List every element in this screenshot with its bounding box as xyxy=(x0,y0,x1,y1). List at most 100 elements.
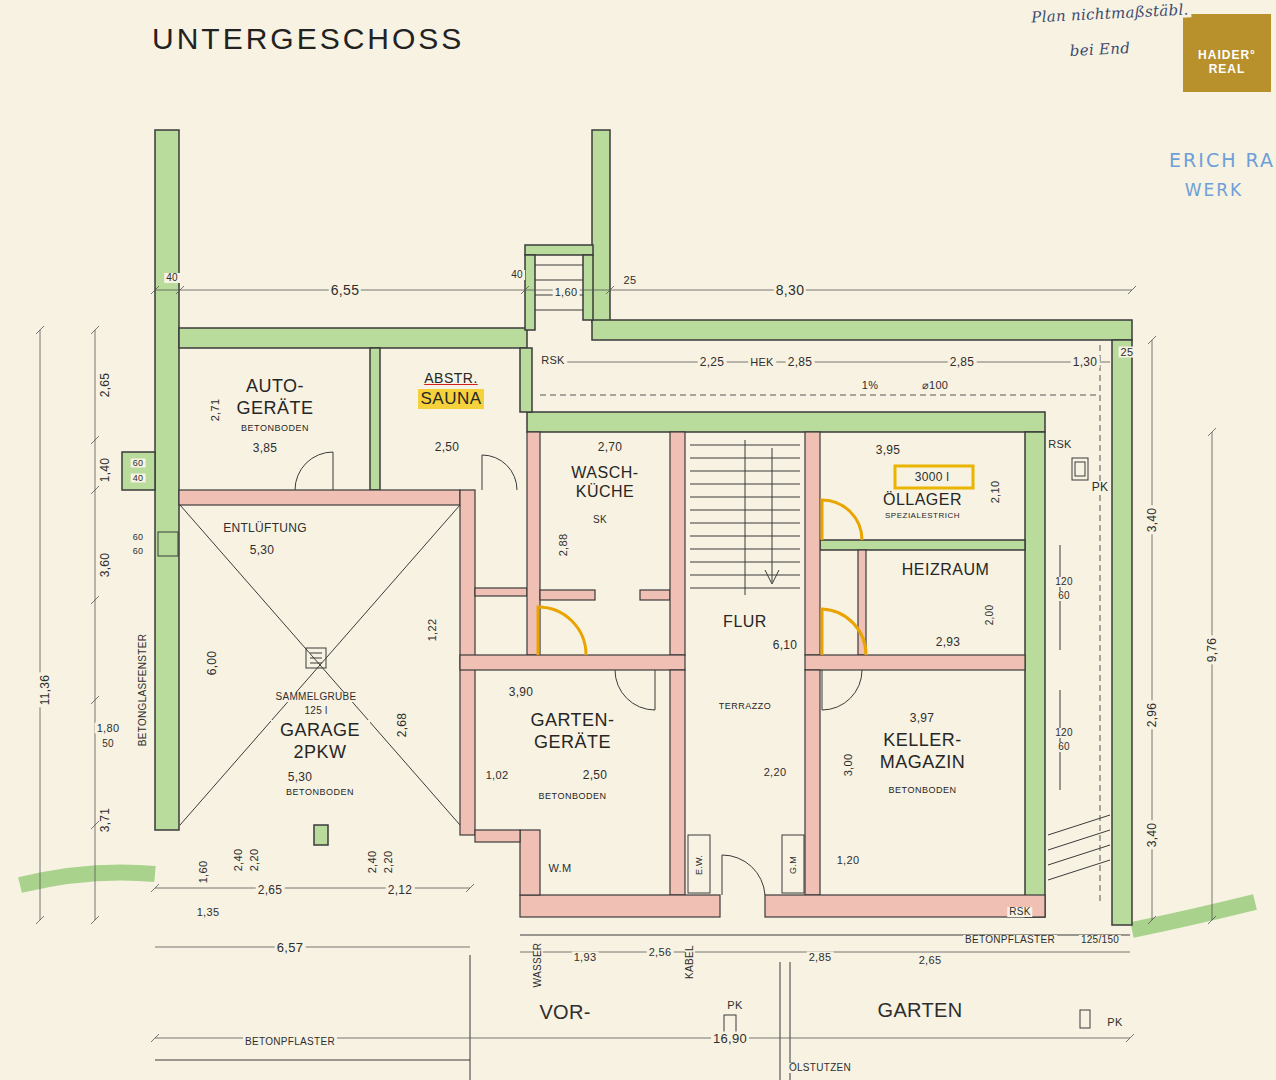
room-note: BETONBODEN xyxy=(887,785,959,796)
highlight-door xyxy=(822,500,862,540)
outer-wall xyxy=(583,255,593,320)
dimension-label: 1% xyxy=(860,380,881,391)
dimension-label: HEK xyxy=(748,357,776,368)
plan-title: UNTERGESCHOSS xyxy=(152,22,464,55)
handwritten-note: Plan nichtmaßstäbl. xyxy=(1029,2,1191,25)
dimension-label: 3,97 xyxy=(908,712,937,724)
dimension-label: WASSER xyxy=(533,941,543,990)
room: ABSTR.SAUNA xyxy=(380,348,522,490)
drain-line xyxy=(540,345,1100,905)
dimension-label: 1,60 xyxy=(553,287,580,298)
dimension-label: RSK xyxy=(1007,907,1032,917)
dimension-line xyxy=(36,286,1216,1042)
dimension-label: 2,20 xyxy=(383,849,394,876)
highlight-door xyxy=(538,607,586,655)
dimension-label: 1,30 xyxy=(1071,356,1100,368)
outer-wall xyxy=(520,348,532,412)
new-wall xyxy=(540,590,595,600)
room-note: BETONBODEN xyxy=(284,787,356,798)
dimension-label: 50 xyxy=(100,739,116,749)
new-wall xyxy=(520,895,720,917)
dimension-label: 2,71 xyxy=(210,397,221,424)
dimension-label: 1,02 xyxy=(484,770,511,781)
dimension-label: 60 xyxy=(131,459,146,468)
dimension-label: 120 xyxy=(1053,577,1075,587)
logo-badge: HAIDER° REAL xyxy=(1183,14,1271,92)
dimension-label: 3,90 xyxy=(507,686,536,698)
dimension-label: 5,30 xyxy=(248,544,277,556)
outer-wall xyxy=(122,130,1132,925)
room-name: FLUR xyxy=(721,612,769,631)
new-wall xyxy=(520,830,540,895)
room-name: HAIDER° REAL xyxy=(1190,48,1264,77)
dimension-label: 2,85 xyxy=(948,356,977,368)
dimension-label: 2,20 xyxy=(762,767,789,778)
lawn-band xyxy=(1132,902,1255,930)
highlight-door xyxy=(895,466,973,488)
room-name: GARTEN- GERÄTE xyxy=(521,710,625,753)
fixture-outline xyxy=(158,532,178,556)
dimension-label: 5,30 xyxy=(286,771,315,783)
outer-wall xyxy=(122,452,155,490)
fixture-outline xyxy=(155,935,1130,1080)
new-wall xyxy=(670,432,685,655)
outer-wall xyxy=(1025,432,1045,917)
dimension-label: 2,85 xyxy=(786,356,815,368)
fixture-outline xyxy=(1048,815,1110,880)
fixture-outline xyxy=(615,670,655,710)
room: GARAGE 2PKW BETONBODEN xyxy=(180,505,460,825)
handwritten-note: bei End xyxy=(1067,41,1132,59)
dimension-label: 6,10 xyxy=(771,639,800,651)
dimension-label: 2,40 xyxy=(367,849,378,876)
dimension-label: 40 xyxy=(131,474,146,483)
new-wall xyxy=(179,490,460,505)
dimension-label: 1,93 xyxy=(572,952,599,963)
dimension-label: RSK xyxy=(539,355,567,366)
dimension-line xyxy=(40,290,1212,1038)
dimension-label: 60 xyxy=(1056,742,1072,752)
dimension-label: 3,85 xyxy=(251,442,280,454)
new-wall xyxy=(475,588,527,596)
dimension-label: 1,22 xyxy=(427,617,438,644)
fixture-outline xyxy=(782,835,804,893)
room-name: HEIZRAUM xyxy=(900,560,992,579)
dimension-label: BETONPFLASTER xyxy=(963,935,1057,945)
outer-wall xyxy=(155,130,179,830)
room-note: BETONBODEN xyxy=(239,423,311,434)
dimension-label: 3,60 xyxy=(99,551,111,580)
dimension-label: W.M xyxy=(547,863,574,874)
fixture-outline xyxy=(180,505,460,825)
fixture-outline xyxy=(690,440,800,595)
fixture-outline xyxy=(724,1015,736,1033)
dimension-label: 11,36 xyxy=(39,673,51,708)
new-wall xyxy=(670,670,685,895)
dimension-label: 2,68 xyxy=(396,711,408,740)
dimension-label: 1,80 xyxy=(95,723,122,734)
dimension-label: 1,40 xyxy=(99,456,111,485)
outer-wall xyxy=(592,320,1132,340)
new-wall xyxy=(475,830,520,842)
dimension-label: G.M xyxy=(789,854,798,876)
dimension-label: 40 xyxy=(164,273,180,283)
dimension-label: 2,12 xyxy=(386,884,415,896)
dimension-line xyxy=(91,326,99,924)
room-name: AUTO- GERÄTE xyxy=(223,376,327,419)
fixture-outline xyxy=(1080,1010,1090,1028)
fixture-outline xyxy=(155,265,1130,1080)
dimension-label: 25 xyxy=(622,275,639,286)
dimension-label: 2,20 xyxy=(249,847,260,874)
dimension-line xyxy=(151,884,1134,1042)
dimension-label: 2,65 xyxy=(99,371,111,400)
room-name: WASCH- KÜCHE xyxy=(562,463,648,501)
dimension-label: 60 xyxy=(1056,591,1072,601)
dimension-label: BETONGLASFENSTER xyxy=(138,632,148,748)
dimension-label: 9,76 xyxy=(1206,636,1218,665)
room-note: TERRAZZO xyxy=(717,701,774,712)
room-name: GARAGE 2PKW xyxy=(271,720,370,763)
fixture-outline xyxy=(306,648,326,668)
dimension-label: 6,55 xyxy=(329,283,361,297)
new-wall xyxy=(805,432,820,655)
dimension-label: SK xyxy=(591,515,609,525)
dimension-label: ⌀100 xyxy=(920,380,951,391)
